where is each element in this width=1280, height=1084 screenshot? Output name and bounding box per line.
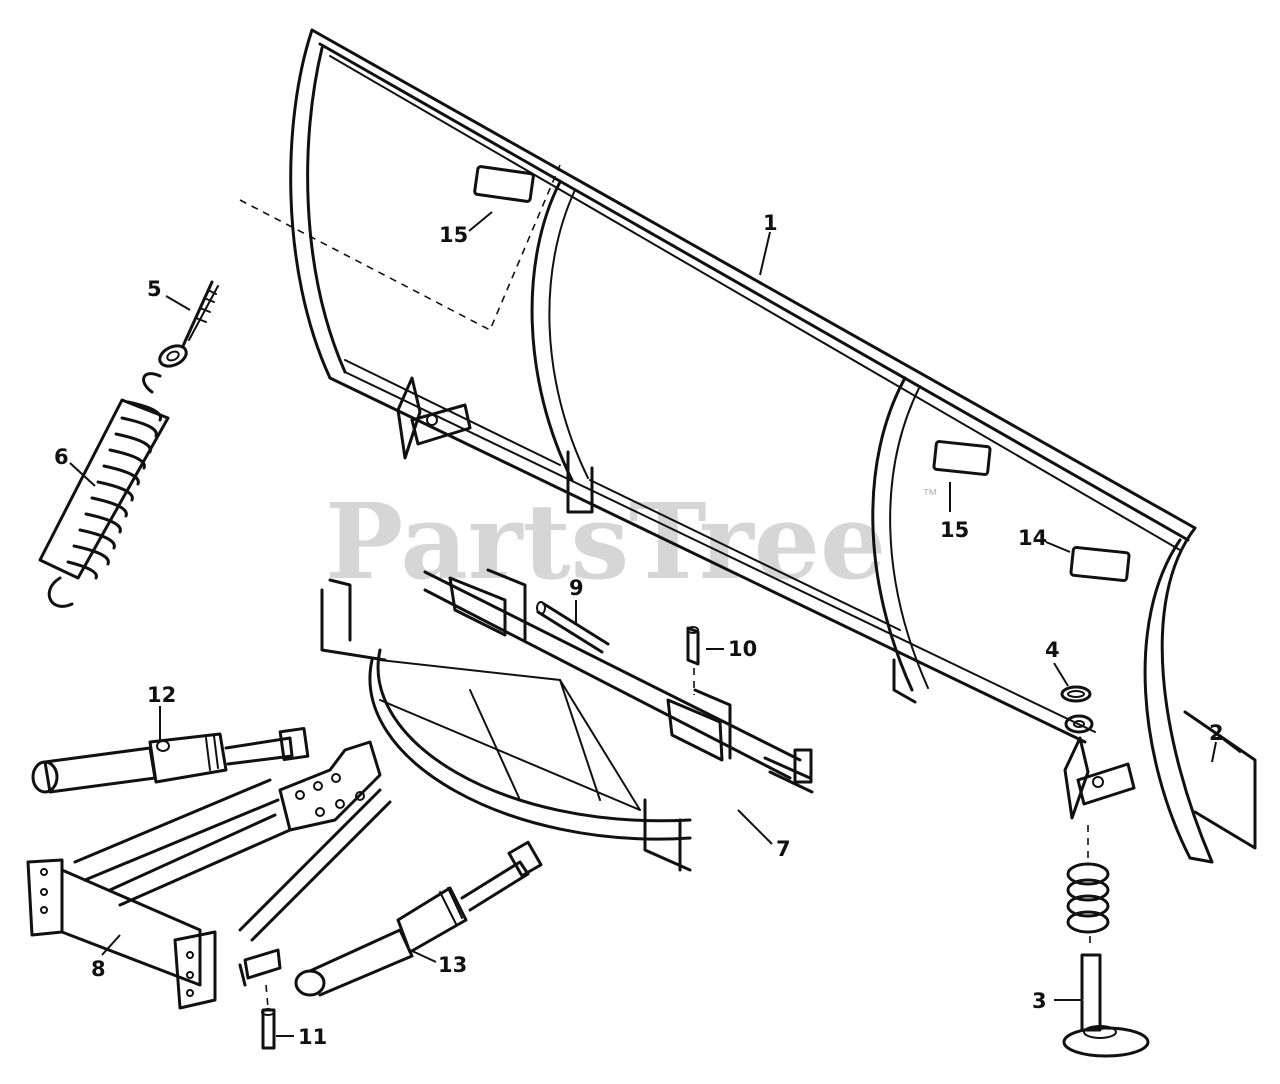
retaining-ring[interactable] [1060, 685, 1092, 703]
callout-10: 10 [728, 637, 757, 661]
callout-4: 4 [1045, 638, 1060, 662]
pivot-frame[interactable] [320, 568, 814, 872]
scraper-bar[interactable] [1183, 710, 1257, 850]
hitch-frame[interactable] [26, 740, 392, 1010]
short-pin[interactable] [686, 626, 700, 695]
callout-2: 2 [1209, 721, 1224, 745]
trademark-symbol: ™ [922, 487, 938, 504]
callout-6: 6 [54, 445, 69, 469]
callout-3: 3 [1032, 989, 1047, 1013]
plow-blade[interactable] [289, 28, 1214, 864]
callout-14: 14 [1018, 526, 1047, 550]
skid-shoe[interactable] [1062, 953, 1150, 1058]
callout-12: 12 [147, 683, 176, 707]
hitch-pin[interactable] [261, 1008, 276, 1050]
callout-8: 8 [91, 957, 106, 981]
extension-spring[interactable] [38, 372, 170, 608]
callout-15-right: 15 [940, 518, 969, 542]
callout-15-top: 15 [439, 223, 468, 247]
watermark: PartsTree [325, 480, 886, 603]
callout-11: 11 [298, 1025, 327, 1049]
callout-13: 13 [438, 953, 467, 977]
spring-stack[interactable] [1066, 825, 1110, 948]
hidden-line [239, 164, 561, 332]
eye-bolt[interactable] [157, 280, 219, 370]
upper-cylinder[interactable] [31, 726, 310, 794]
lower-cylinder[interactable] [294, 840, 543, 997]
callout-5: 5 [147, 277, 162, 301]
callout-7: 7 [776, 837, 791, 861]
leader-lines [69, 211, 1217, 1037]
washer[interactable] [1064, 714, 1094, 734]
callout-1: 1 [763, 211, 778, 235]
callout-9: 9 [569, 576, 584, 600]
